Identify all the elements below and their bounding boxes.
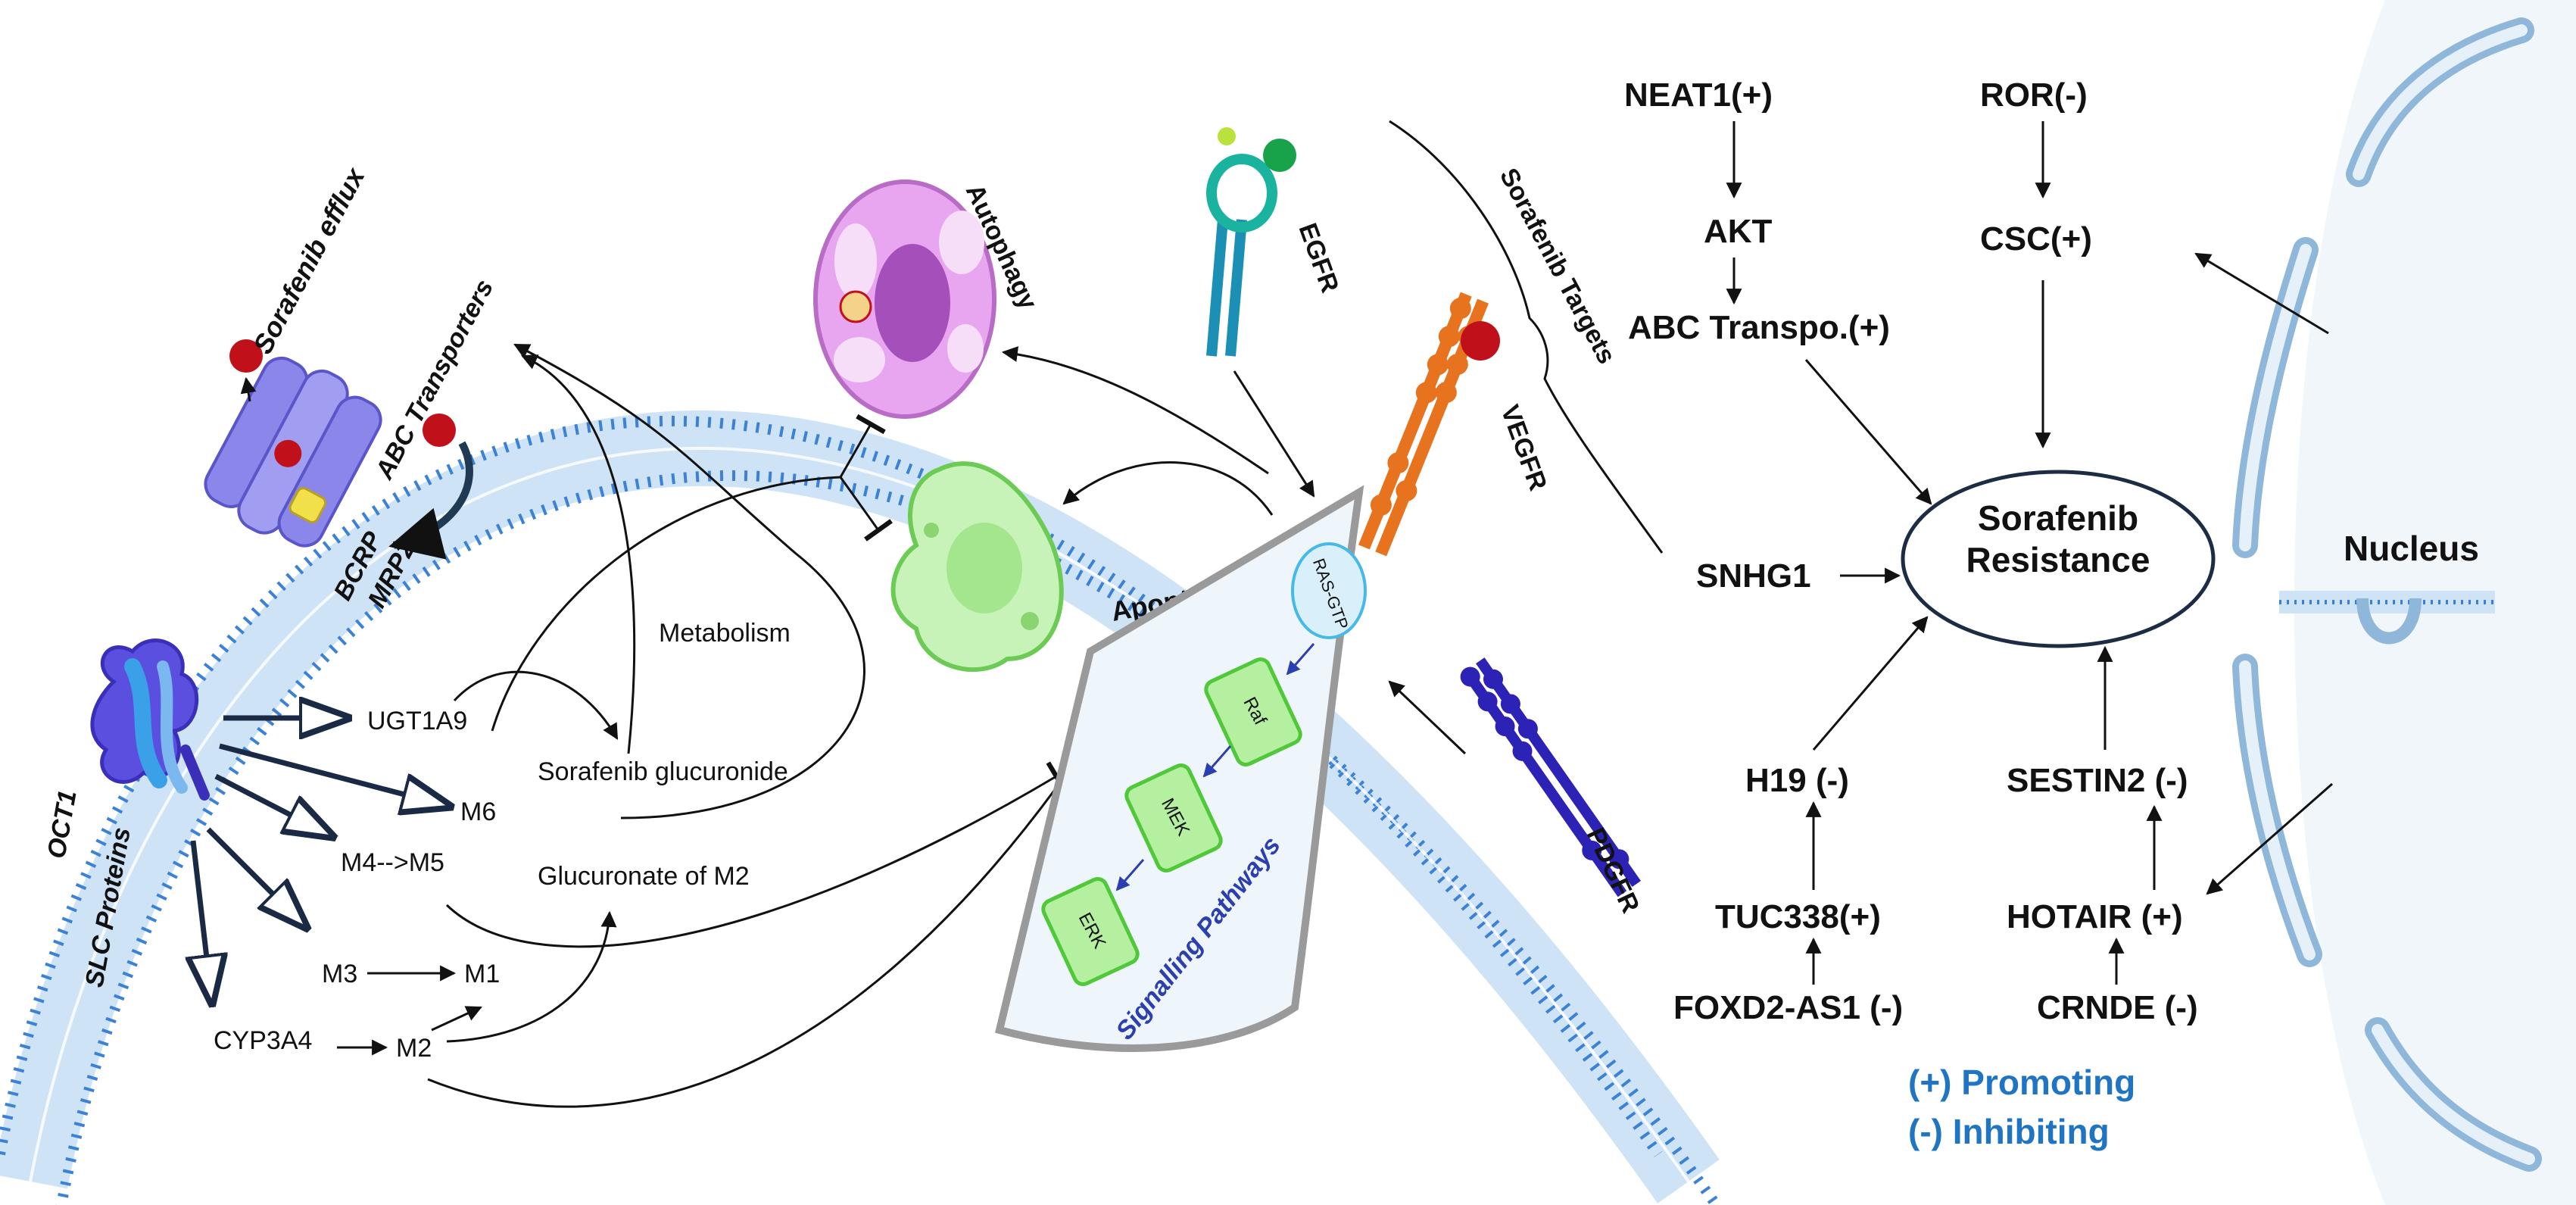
- vegfr-receptor: [1358, 292, 1500, 557]
- m2-label: M2: [396, 1034, 432, 1063]
- signalling-pathway-region: RAS-GTP Raf MEK ERK Signalling Pathways: [994, 485, 1367, 1052]
- snhg1-label: SNHG1: [1696, 557, 1811, 595]
- resistance-network: NEAT1(+) ROR(-) AKT CSC(+) ABC Transpo.(…: [1624, 76, 2333, 1026]
- egfr-label: EGFR: [1293, 220, 1344, 297]
- akt-label: AKT: [1704, 213, 1773, 250]
- pdgfr-label: PDGFR: [1581, 823, 1645, 917]
- metabolism-label: Metabolism: [659, 619, 791, 648]
- m6-label: M6: [460, 798, 496, 826]
- ror-label: ROR(-): [1980, 76, 2088, 114]
- autophagy-cell: [813, 180, 996, 419]
- abc-transporters-label: ABC Transporters: [370, 275, 499, 485]
- metabolism-flow-arrows: [337, 343, 1067, 1108]
- legend-promoting: (+) Promoting: [1908, 1063, 2135, 1102]
- vegfr-label: VEGFR: [1495, 401, 1552, 495]
- sorafenib-resistance-ellipse: [1901, 470, 2216, 648]
- oct1-protein-shape: [90, 638, 210, 801]
- cell-membrane: [0, 410, 1723, 1205]
- crnde-label: CRNDE (-): [2037, 989, 2198, 1026]
- ugt1a9-label: UGT1A9: [367, 707, 467, 735]
- abc-transporter-shape: [204, 356, 382, 548]
- csc-label: CSC(+): [1980, 220, 2092, 258]
- nucleus-region: [2232, 0, 2576, 1205]
- foxd2-label: FOXD2-AS1 (-): [1673, 989, 1903, 1026]
- sorafenib-efflux-label: Sorafenib efflux: [247, 161, 372, 359]
- resistance-center-line2: Resistance: [1966, 540, 2150, 579]
- pdgfr-receptor: [1460, 657, 1642, 898]
- m3-label: M3: [322, 960, 357, 988]
- sorafenib-molecule-abc: [423, 414, 456, 447]
- m4m5-label: M4-->M5: [341, 848, 444, 877]
- m1-label: M1: [464, 960, 500, 988]
- glucuronate-m2-label: Glucuronate of M2: [538, 862, 750, 891]
- oct1-label: OCT1: [42, 788, 82, 860]
- nucleus-label: Nucleus: [2344, 529, 2479, 568]
- legend-inhibiting: (-) Inhibiting: [1908, 1112, 2110, 1151]
- sorafenib-targets-brace: [1389, 120, 1664, 554]
- sestin2-label: SESTIN2 (-): [2007, 762, 2188, 799]
- apoptosis-cell: [890, 461, 1064, 672]
- neat1-label: NEAT1(+): [1624, 76, 1773, 114]
- hotair-label: HOTAIR (+): [2007, 898, 2183, 935]
- sorafenib-molecule-efflux: [229, 339, 263, 373]
- resistance-center-line1: Sorafenib: [1978, 498, 2138, 538]
- sorafenib-glucuronide-label: Sorafenib glucuronide: [538, 757, 788, 786]
- abc-transpo-label: ABC Transpo.(+): [1628, 309, 1890, 346]
- cyp3a4-label: CYP3A4: [214, 1026, 312, 1055]
- tuc338-label: TUC338(+): [1715, 898, 1881, 935]
- egfr-receptor: [1206, 127, 1296, 357]
- h19-label: H19 (-): [1745, 762, 1849, 799]
- metabolism-arrows: [193, 718, 451, 1004]
